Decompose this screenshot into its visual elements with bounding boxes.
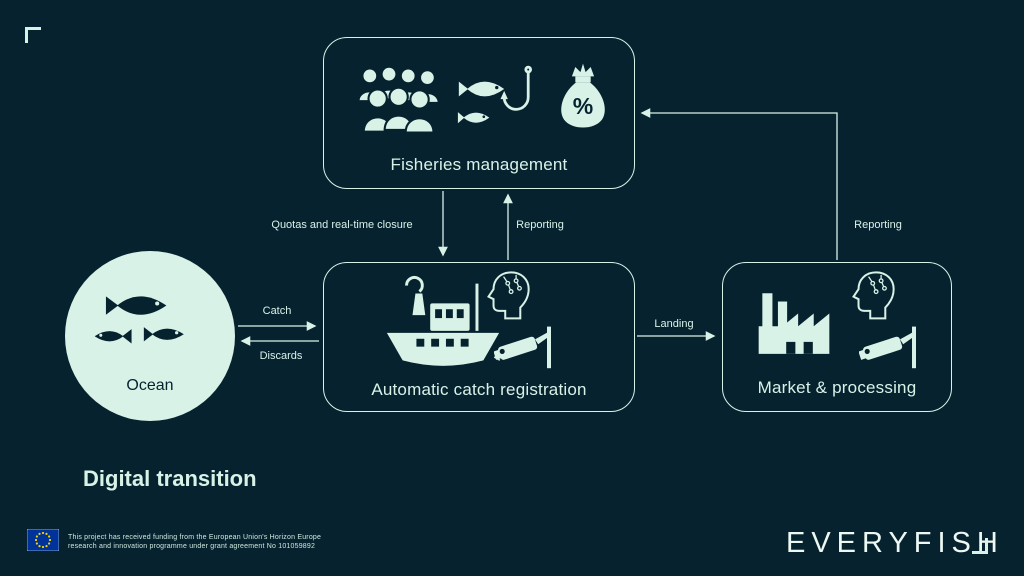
- factory-icon: [758, 293, 830, 354]
- fish-school-icon: [94, 296, 184, 344]
- funding-line-2: research and innovation programme under …: [68, 543, 316, 550]
- cctv-camera-icon: [494, 326, 551, 369]
- frame-corner-top-left-icon: [25, 27, 41, 43]
- edge-label-landing: Landing: [654, 318, 694, 330]
- fish-and-hook-icon: [457, 65, 533, 124]
- edge-label-reporting-right: Reporting: [854, 219, 902, 231]
- cctv-camera-icon: [859, 326, 916, 369]
- funding-statement: This project has received funding from t…: [68, 533, 321, 551]
- funding-line-1: This project has received funding from t…: [68, 534, 322, 541]
- fishing-boat-icon: [386, 276, 500, 366]
- node-label-market: Market & processing: [757, 378, 917, 397]
- edge-label-catch: Catch: [262, 305, 292, 317]
- money-bag-icon: %: [561, 63, 605, 128]
- node-market-processing: Market & processing: [722, 262, 952, 412]
- edge-label-quotas: Quotas and real-time closure: [271, 219, 413, 231]
- eu-flag-icon: [27, 529, 59, 551]
- slide-title: Digital transition: [83, 466, 257, 491]
- ai-head-icon: [852, 271, 895, 320]
- node-label-fisheries: Fisheries management: [390, 155, 568, 174]
- node-label-ocean: Ocean: [126, 377, 174, 394]
- brand-logo: EVERYFISH: [786, 527, 1004, 559]
- node-ocean: Ocean: [65, 251, 235, 421]
- edge-label-reporting-left: Reporting: [516, 219, 564, 231]
- crowd-icon: [357, 65, 440, 134]
- ai-head-icon: [487, 271, 530, 320]
- node-label-catch-registration: Automatic catch registration: [371, 380, 587, 399]
- percent-symbol: %: [573, 93, 593, 119]
- frame-corner-bottom-right-icon: [972, 538, 988, 554]
- arrow-market-reporting: [640, 108, 838, 260]
- node-fisheries-management: % Fisheries management: [323, 37, 635, 189]
- node-catch-registration: Automatic catch registration: [323, 262, 635, 412]
- edge-label-discards: Discards: [259, 350, 303, 362]
